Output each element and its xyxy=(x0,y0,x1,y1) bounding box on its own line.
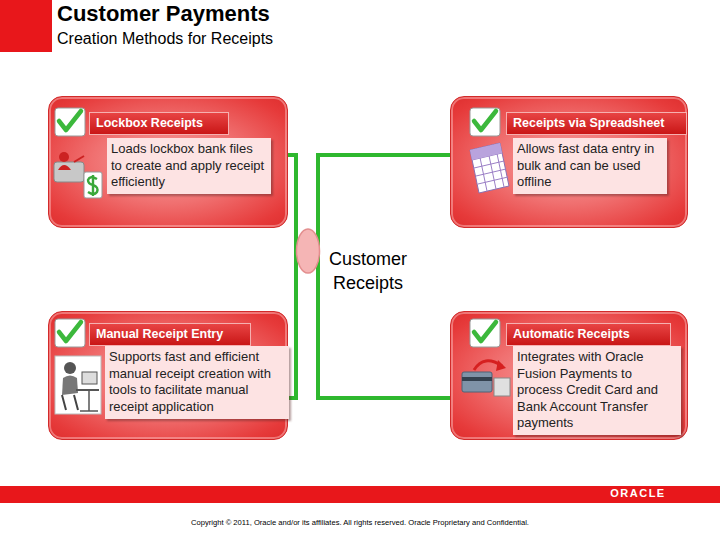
footer-bar xyxy=(0,486,720,503)
bracket-connector xyxy=(318,155,450,251)
lockbox-arrow xyxy=(74,156,84,162)
sheet-grid xyxy=(472,144,508,191)
hub-oval xyxy=(295,228,321,276)
desk xyxy=(76,389,99,391)
check-mark xyxy=(59,111,81,130)
person-at-computer-icon xyxy=(55,356,101,414)
bank-box xyxy=(494,378,510,396)
box-description: Integrates with Oracle Fusion Payments t… xyxy=(513,346,681,435)
transfer-arrow xyxy=(474,361,502,370)
credit-card xyxy=(462,372,492,392)
check-mark xyxy=(59,322,81,341)
slide-subtitle: Creation Methods for Receipts xyxy=(57,30,273,48)
dollar-symbol xyxy=(88,175,98,196)
chair xyxy=(62,395,78,410)
box-heading: Automatic Receipts xyxy=(506,323,671,346)
box-heading: Receipts via Spreadsheet xyxy=(506,112,687,135)
method-box: Receipts via SpreadsheetAllows fast data… xyxy=(450,96,688,228)
lockbox-figure xyxy=(58,165,71,170)
desk-leg xyxy=(80,390,98,411)
payment-icon xyxy=(462,360,510,396)
person-body xyxy=(62,376,78,396)
check-box xyxy=(55,108,85,136)
box-description: Loads lockbox bank files to create and a… xyxy=(107,138,271,194)
check-icon xyxy=(55,319,85,347)
check-icon xyxy=(55,108,85,136)
method-box: Manual Receipt EntrySupports fast and ef… xyxy=(48,311,288,440)
lockbox-icon xyxy=(54,152,102,198)
bracket-connector xyxy=(288,155,296,251)
icon-frame xyxy=(55,356,101,414)
check-icon xyxy=(470,108,500,136)
hub-oval-shape xyxy=(297,229,320,273)
box-heading: Manual Receipt Entry xyxy=(89,323,251,346)
sheet xyxy=(470,143,509,193)
lockbox-figure xyxy=(59,152,69,162)
lockbox-case xyxy=(54,162,84,182)
bracket-connector xyxy=(288,251,296,398)
copyright-notice: Copyright © 2011, Oracle and/or its affi… xyxy=(120,518,600,527)
dollar-card xyxy=(84,172,102,198)
box-description: Supports fast and efficient manual recei… xyxy=(105,346,289,419)
check-mark xyxy=(474,322,496,341)
check-icon xyxy=(470,319,500,347)
check-mark xyxy=(474,111,496,130)
sheet-header xyxy=(470,143,502,160)
transfer-arrowhead xyxy=(496,360,506,371)
card-stripe xyxy=(462,377,492,381)
logo-wordmark: ORACLE xyxy=(600,487,676,499)
box-description: Allows fast data entry in bulk and can b… xyxy=(513,138,667,194)
monitor xyxy=(82,372,97,384)
hub-node: Customer Receipts xyxy=(296,228,426,298)
spreadsheet-icon xyxy=(470,143,509,193)
person-head xyxy=(64,362,76,374)
slide-title: Customer Payments xyxy=(57,1,270,27)
check-box xyxy=(470,319,500,347)
method-box: Automatic ReceiptsIntegrates with Oracle… xyxy=(450,311,688,440)
method-box: Lockbox ReceiptsLoads lockbox bank files… xyxy=(48,96,288,228)
hub-label: Customer Receipts xyxy=(320,247,416,295)
check-box xyxy=(55,319,85,347)
box-heading: Lockbox Receipts xyxy=(89,112,229,135)
check-box xyxy=(470,108,500,136)
corner-square xyxy=(0,0,52,52)
